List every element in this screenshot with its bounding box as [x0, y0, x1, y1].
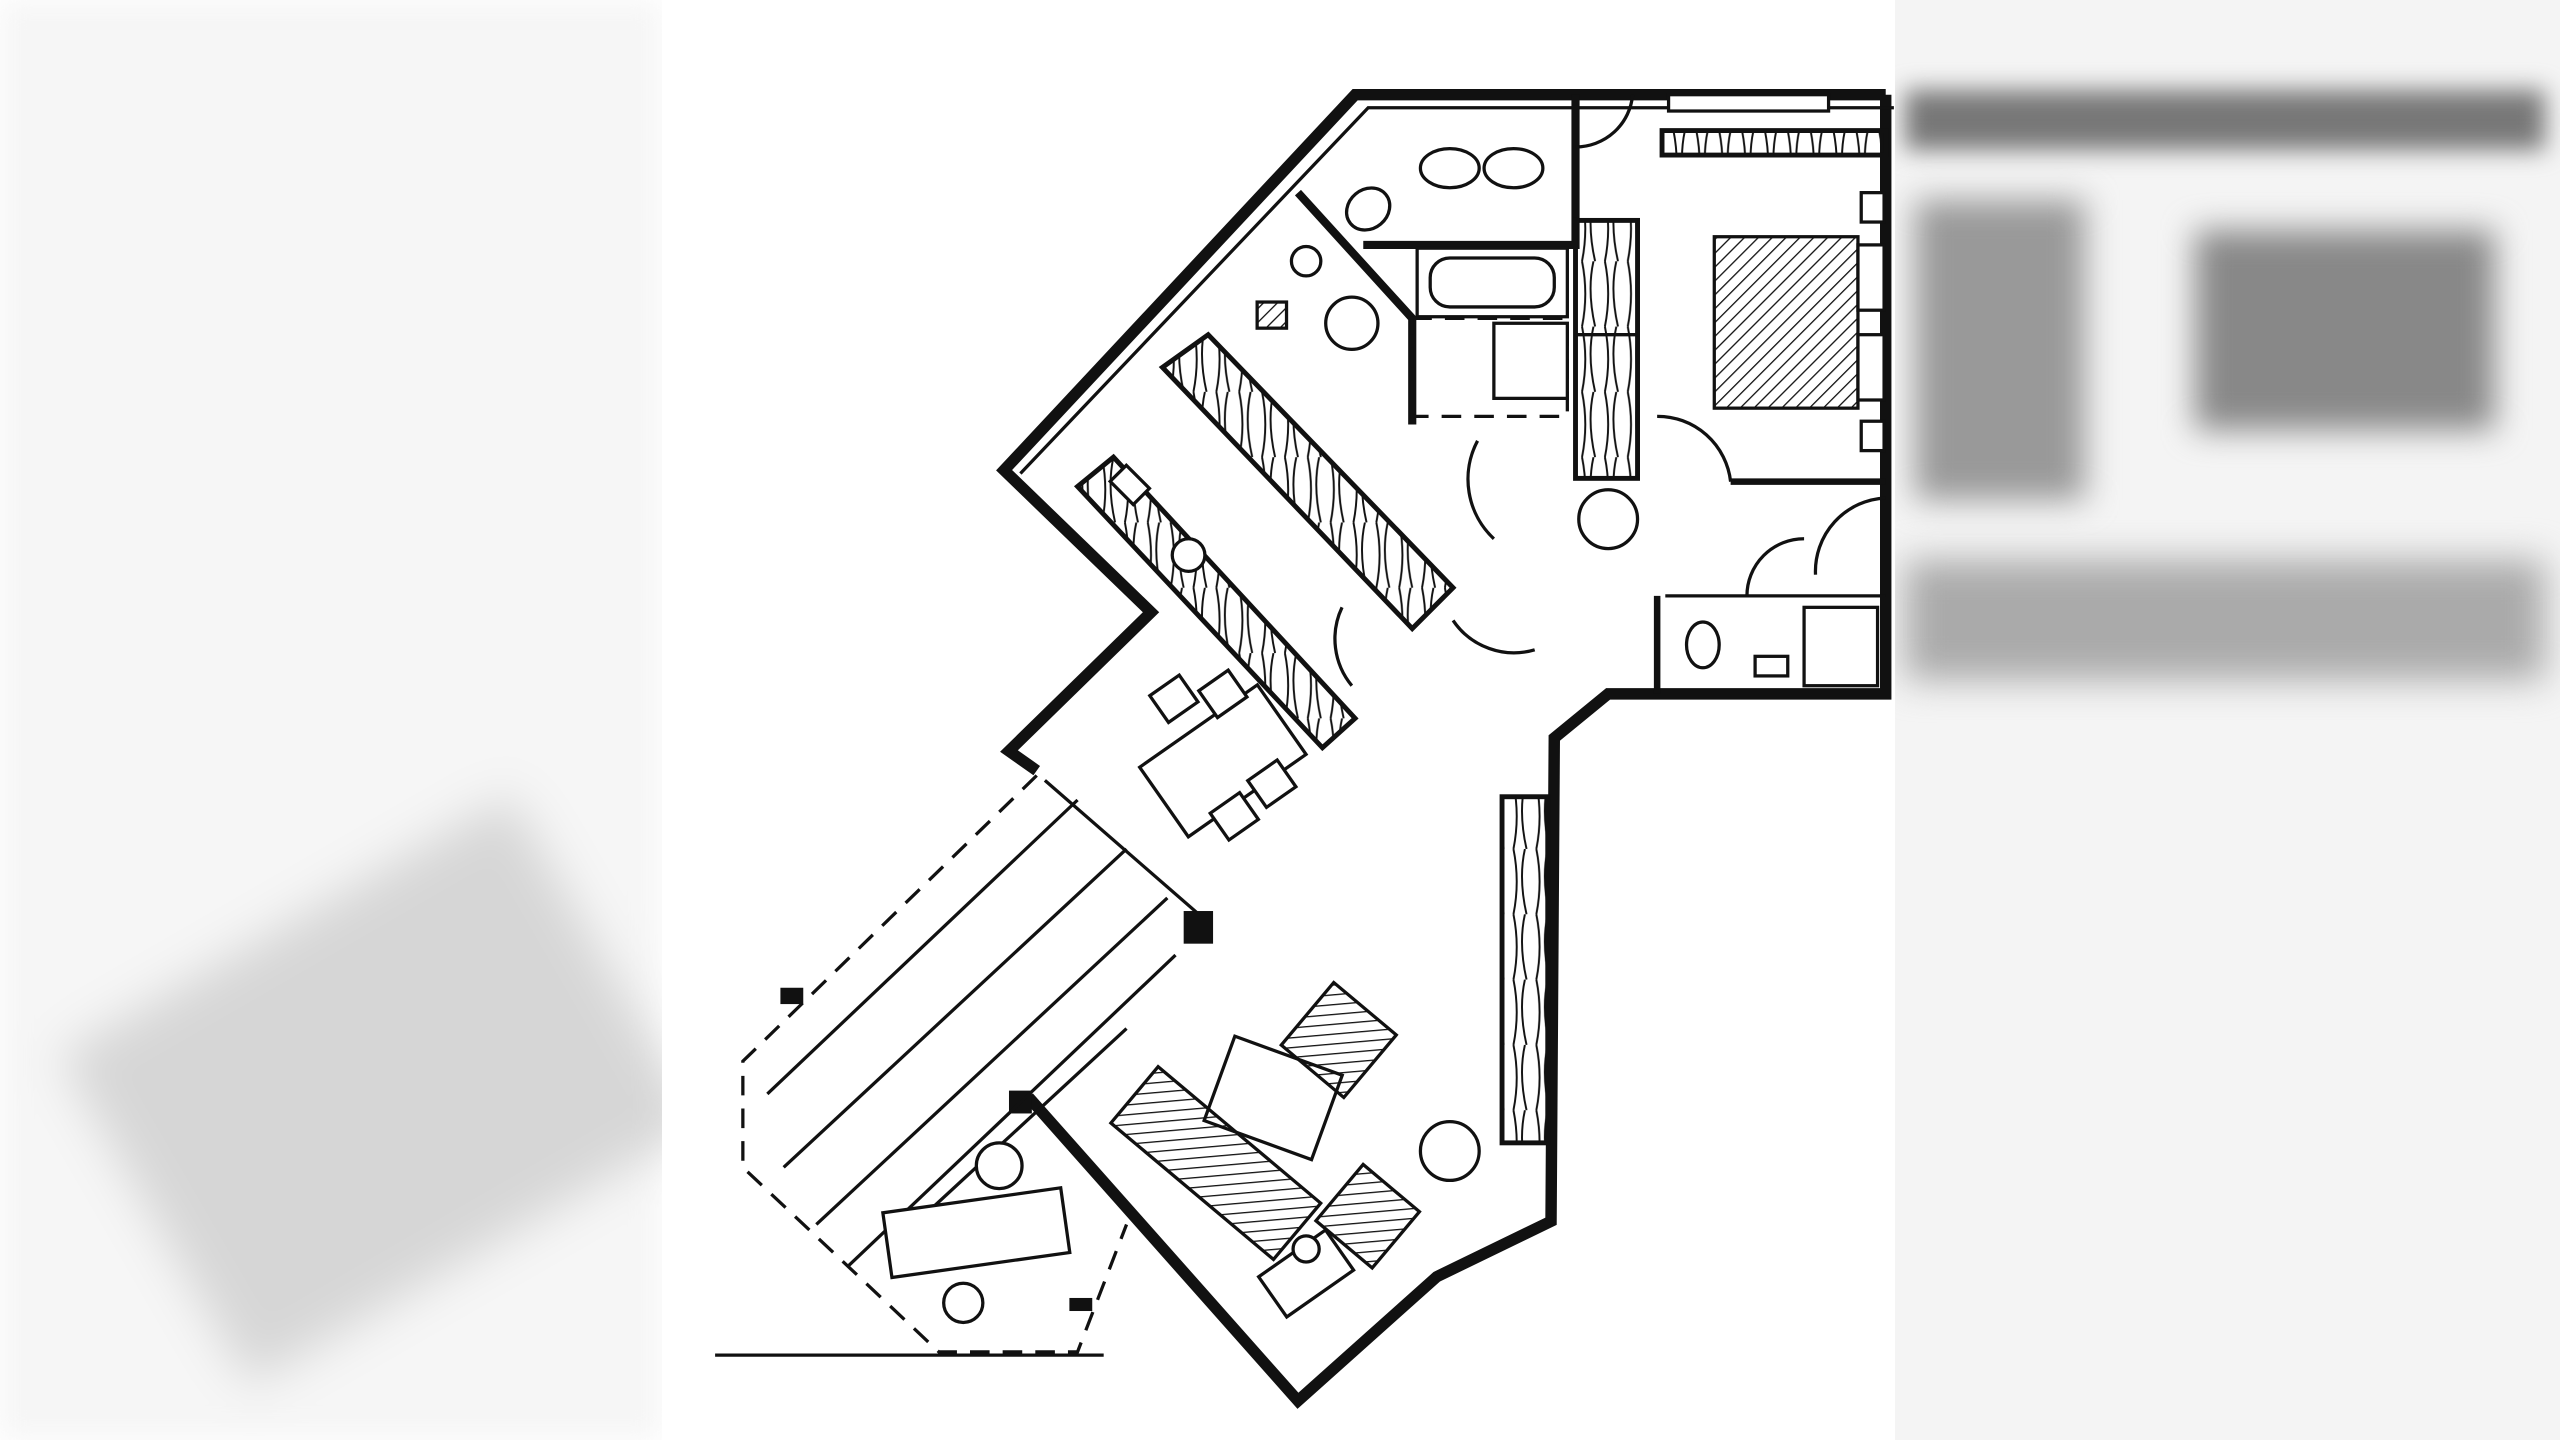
- stove-icon: [1170, 537, 1207, 574]
- single-bed-icon: [1492, 321, 1569, 400]
- door-swing: [1466, 440, 1495, 540]
- blurred-background-left: [0, 0, 701, 1440]
- blurred-background-right: [1895, 0, 2560, 1440]
- toilet-icon: [1344, 186, 1392, 232]
- plant-icon: [1324, 295, 1380, 352]
- kitchen-counter: [1073, 453, 1359, 752]
- kitchen-island: [1158, 331, 1457, 633]
- balcony-outline: [741, 774, 1129, 1354]
- parasol-icon: [974, 1141, 1024, 1191]
- sofa: [1108, 1064, 1324, 1262]
- wardrobe: [1573, 217, 1640, 481]
- exterior-wall-living: [1024, 94, 1892, 1409]
- toilet-icon: [1684, 620, 1721, 670]
- dining-table: [1137, 682, 1309, 840]
- sun-lounger: [881, 1185, 1072, 1280]
- plant-icon: [942, 1281, 985, 1325]
- double-bed-icon: [1712, 235, 1860, 410]
- armchair: [1278, 980, 1399, 1100]
- wardrobe: [1499, 794, 1551, 1146]
- plant-icon: [1577, 488, 1640, 551]
- armchair: [1313, 1162, 1422, 1271]
- exterior-wall: [996, 88, 1886, 776]
- plant-icon: [1418, 1120, 1481, 1183]
- sink-icon: [1418, 146, 1481, 190]
